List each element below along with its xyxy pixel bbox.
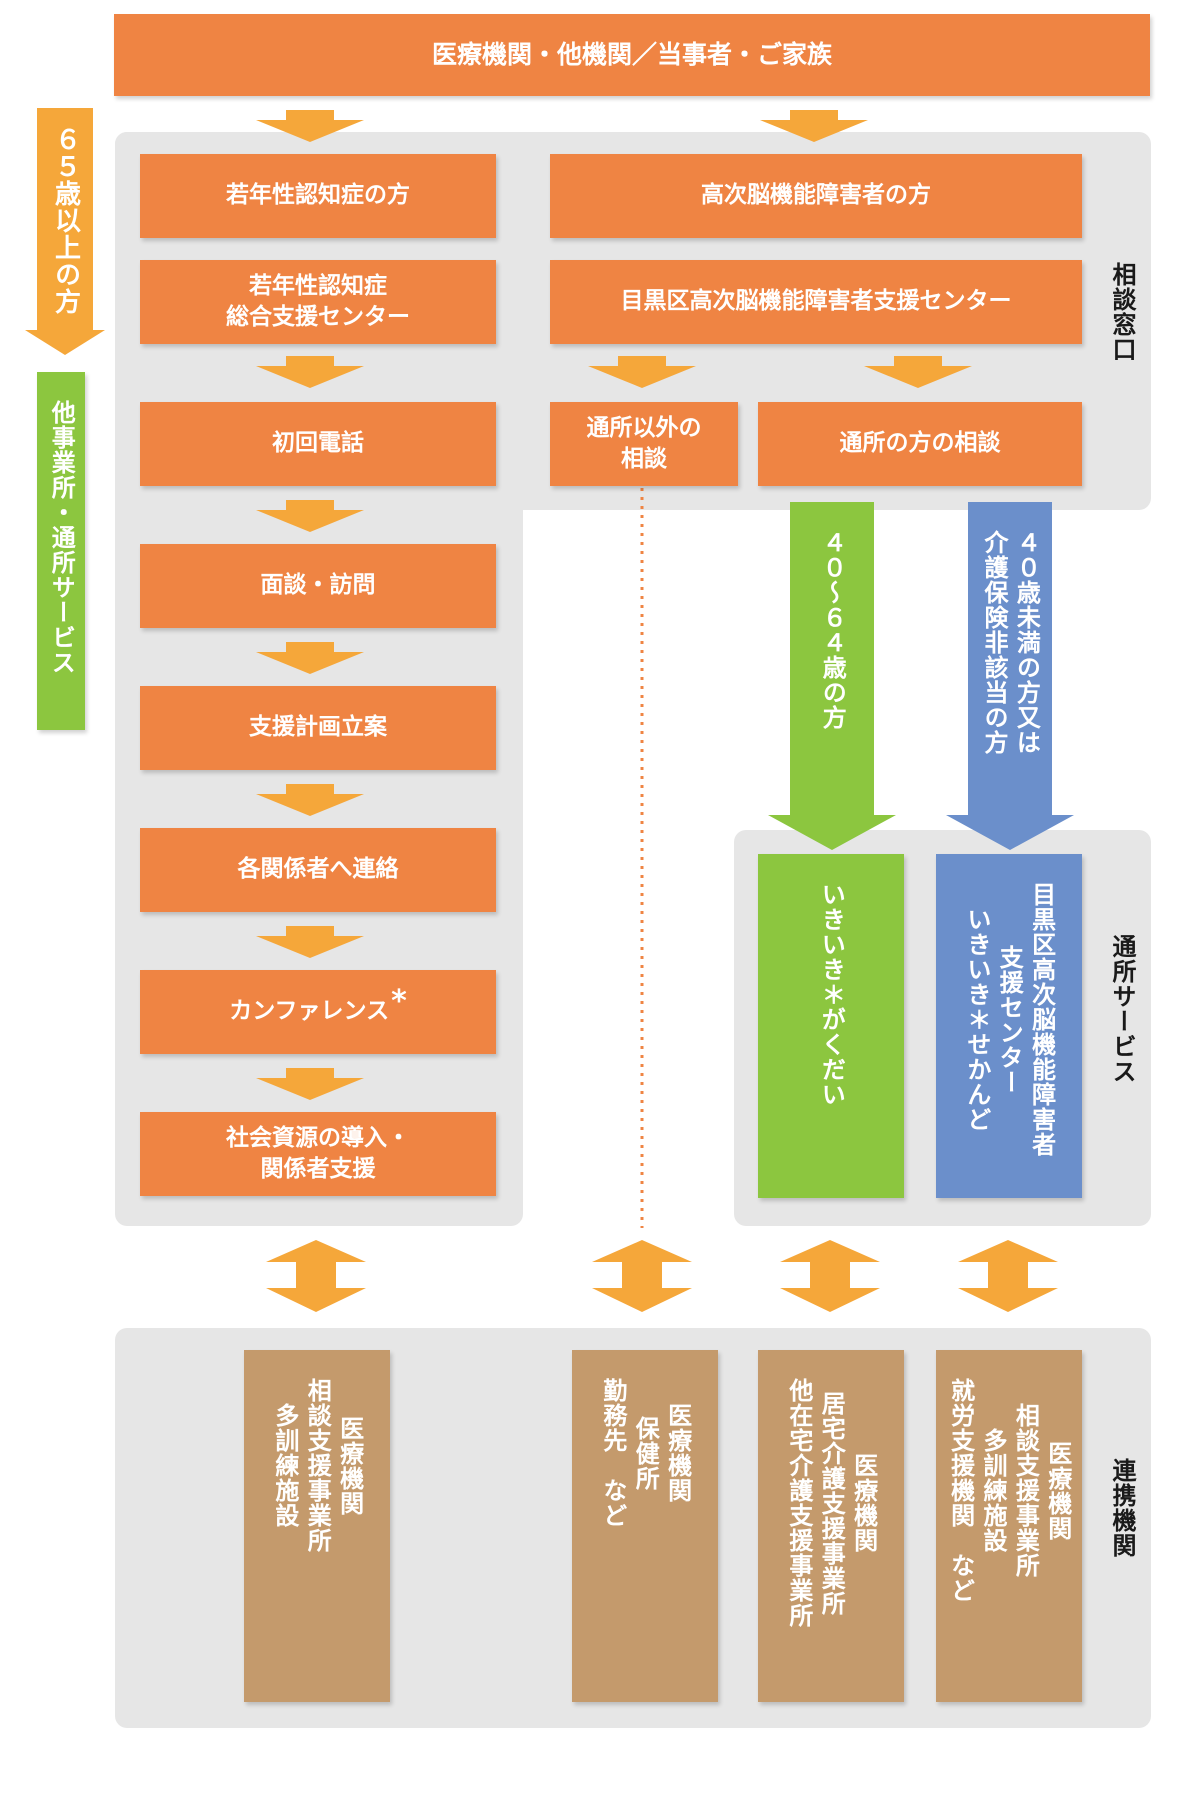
brain-target-box: 高次脳機能障害者の方 [550,154,1082,238]
step-label: 社会資源の導入・ 関係者支援 [226,1124,410,1182]
step-label: 各関係者へ連絡 [237,856,399,883]
double-arrow-icon [592,1240,692,1312]
partner-box-3: 医療機関 居宅介護支援事業所 他在宅介護支援事業所 [758,1350,904,1702]
blue-arrow-shape [946,502,1074,850]
ikiiki-gakudai-label: いきいき＊がくだい [817,882,846,1107]
other-service-label: 他事業所・通所サービス [47,400,76,675]
header-title: 医療機関・他機関／当事者・ご家族 [431,40,832,70]
partner-label: 医療機関 保健所 勤務先 など [598,1378,692,1528]
brain-center-box: 目黒区高次脳機能障害者支援センター [550,260,1082,344]
ikiiki-gakudai-box: いきいき＊がくだい [758,854,904,1198]
other-service-box: 他事業所・通所サービス [37,372,85,730]
arrow-down-icon [256,1068,364,1100]
double-arrow-icon [958,1240,1058,1312]
partner-box-2: 医療機関 保健所 勤務先 など [572,1350,718,1702]
step-social-resources: 社会資源の導入・ 関係者支援 [140,1112,496,1196]
step-label: カンファレンス [229,998,390,1025]
non-day-service-box: 通所以外の 相談 [550,402,738,486]
conference-asterisk: * [391,983,407,1019]
step-label: 面談・訪問 [260,572,376,599]
arrow-down-icon [256,500,364,532]
age-65-label: ６５歳以上の方 [50,126,81,315]
arrow-down-icon [864,356,972,388]
dementia-target-label: 若年性認知症の方 [226,182,410,209]
under-40-label: ４０歳未満の方又は 介護保険非該当の方 [980,530,1041,755]
brain-target-label: 高次脳機能障害者の方 [701,182,931,209]
age-40-64-label: ４０～６４歳の方 [818,530,847,730]
non-day-service-label: 通所以外の 相談 [586,414,702,472]
day-service-consult-label: 通所の方の相談 [839,430,1001,457]
partner-box-4: 医療機関 相談支援事業所 多訓練施設 就労支援機関 など [936,1350,1082,1702]
brain-center-label: 目黒区高次脳機能障害者支援センター [620,288,1012,315]
arrow-down-icon [256,356,364,388]
header-box: 医療機関・他機関／当事者・ご家族 [114,14,1150,96]
arrow-down-icon [256,784,364,816]
ikiiki-senkando-box: 目黒区高次脳機能障害者 支援センター いきいき＊せかんど [936,854,1082,1198]
arrow-down-icon [256,642,364,674]
dementia-target-box: 若年性認知症の方 [140,154,496,238]
step-interview-visit: 面談・訪問 [140,544,496,628]
arrow-down-icon [256,110,364,142]
ikiiki-senkando-label: 目黒区高次脳機能障害者 支援センター いきいき＊せかんど [962,882,1056,1157]
step-contact-parties: 各関係者へ連絡 [140,828,496,912]
step-label: 初回電話 [272,430,364,457]
partner-box-1: 医療機関 相談支援事業所 多訓練施設 [244,1350,390,1702]
step-initial-call: 初回電話 [140,402,496,486]
arrow-down-icon [256,926,364,958]
partner-label: 医療機関 相談支援事業所 多訓練施設 就労支援機関 など [946,1378,1072,1603]
dementia-center-label: 若年性認知症 総合支援センター [226,272,410,330]
section-label-day-service: 通所サービス [1108,934,1136,1084]
double-arrow-icon [266,1240,366,1312]
day-service-consult-box: 通所の方の相談 [758,402,1082,486]
partner-label: 医療機関 居宅介護支援事業所 他在宅介護支援事業所 [784,1378,878,1628]
arrow-down-icon [760,110,868,142]
green-arrow-shape [768,502,896,850]
arrow-down-icon [588,356,696,388]
partner-label: 医療機関 相談支援事業所 多訓練施設 [270,1378,364,1553]
section-label-consultation: 相談窓口 [1108,262,1136,362]
section-label-partners: 連携機関 [1108,1458,1136,1558]
dementia-center-box: 若年性認知症 総合支援センター [140,260,496,344]
step-conference: カンファレンス* [140,970,496,1054]
step-support-plan: 支援計画立案 [140,686,496,770]
step-label: 支援計画立案 [249,714,387,741]
arrow-down-icon [25,108,105,355]
double-arrow-icon [780,1240,880,1312]
